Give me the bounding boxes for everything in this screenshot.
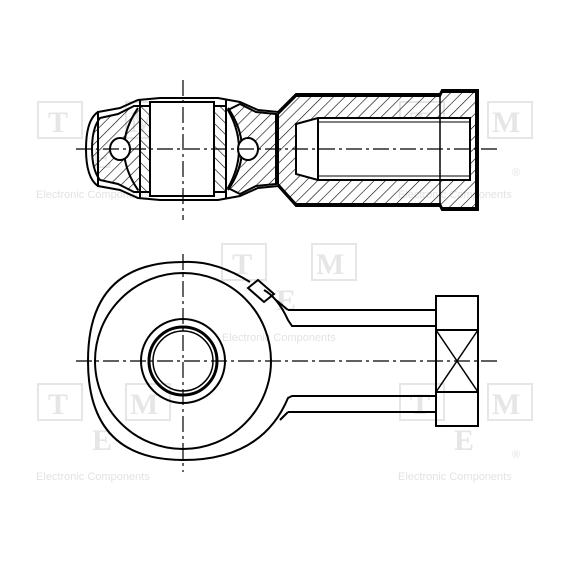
watermark-letter-t: T bbox=[410, 388, 430, 421]
watermark-registered: ® bbox=[512, 449, 520, 461]
shank-top-transition bbox=[275, 299, 289, 311]
watermark-letter-t: T bbox=[48, 106, 68, 139]
section-view bbox=[84, 89, 479, 211]
watermark-tagline: Electronic Components bbox=[36, 189, 150, 201]
watermark-letter-e: E bbox=[454, 424, 474, 457]
front-centerlines bbox=[76, 254, 500, 472]
watermark-registered: ® bbox=[512, 167, 520, 179]
section-centerlines bbox=[76, 80, 500, 220]
head-outer-profile bbox=[97, 89, 479, 211]
watermark-letter-t: T bbox=[232, 248, 252, 281]
watermark-bottom-left: T M E Electronic Components bbox=[36, 383, 171, 483]
watermark-letter-e: E bbox=[276, 284, 296, 317]
watermark-letter-m: M bbox=[130, 388, 158, 421]
watermark-letter-m: M bbox=[492, 106, 520, 139]
shank-bottom-transition bbox=[279, 411, 289, 421]
watermark-letter-t: T bbox=[48, 388, 68, 421]
watermark-letter-m: M bbox=[316, 248, 344, 281]
watermark-center: T M E Electronic Components bbox=[221, 243, 357, 344]
watermark-tagline: Electronic Components bbox=[36, 471, 150, 483]
watermark-letter-m: M bbox=[492, 388, 520, 421]
watermark-bottom-right: T M E ® Electronic Components bbox=[398, 383, 533, 483]
watermark-tagline: Electronic Components bbox=[222, 332, 336, 344]
watermark-letter-e: E bbox=[92, 424, 112, 457]
watermark-tagline: Electronic Components bbox=[398, 471, 512, 483]
grease-nipple bbox=[246, 278, 276, 304]
